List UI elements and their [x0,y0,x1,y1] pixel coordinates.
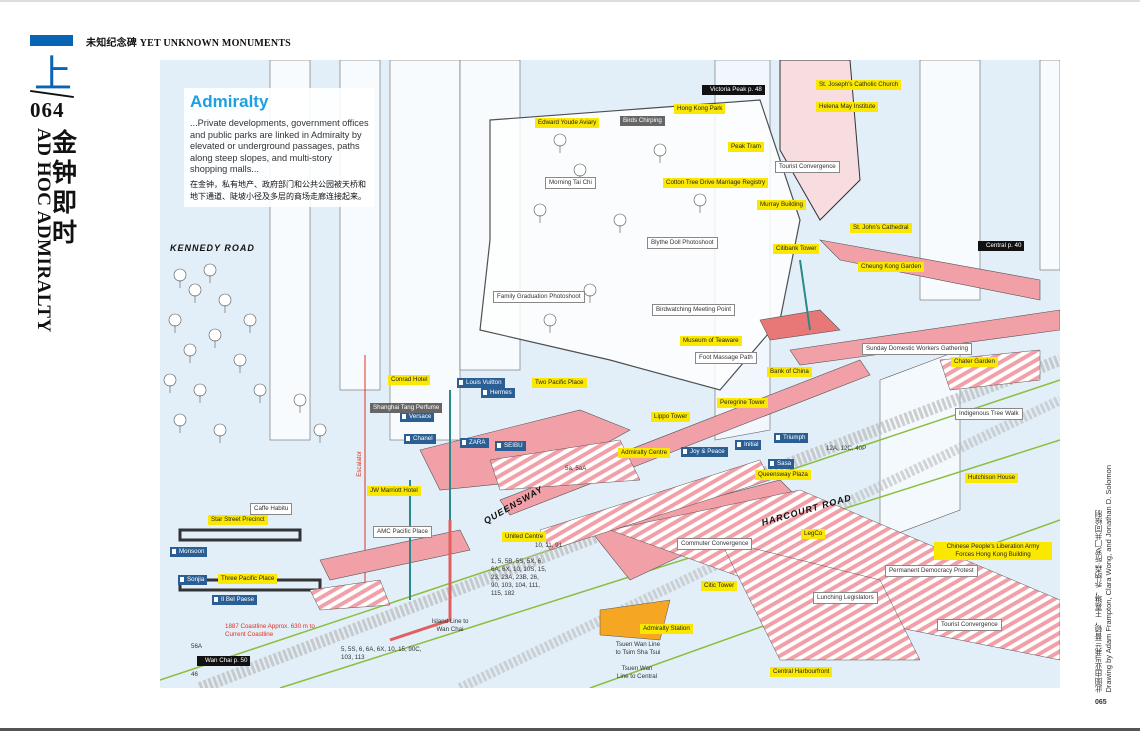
shop-label[interactable]: Louis Vuitton [457,378,505,388]
chapter-marker: 上 [34,52,73,96]
shop-label[interactable]: Triumph [774,433,809,443]
top-rule [0,0,1140,2]
escalator-note: Escalator [356,451,363,477]
drawing-credit: 此图由亚当弗兰普顿，王嘉琳，乔纳森·所罗门共同绘制 Drawing by Ada… [1094,465,1114,692]
landmark-label[interactable]: Citibank Tower [773,244,820,254]
admiralty-map: Admiralty ...Private developments, gover… [160,60,1060,688]
article-title-en: AD HOC ADMIRALTY [33,128,54,333]
intro-text-box: Admiralty ...Private developments, gover… [184,88,374,207]
activity-label[interactable]: Commuter Convergence [677,538,753,550]
landmark-label[interactable]: Chater Garden [951,357,998,367]
landmark-label[interactable]: Central Harbourfront [770,667,833,677]
shop-label[interactable]: Chanel [404,434,436,444]
landmark-label[interactable]: Murray Building [757,200,806,210]
landmark-label[interactable]: Edward Youde Aviary [535,118,600,128]
landmark-label[interactable]: Lippo Tower [651,412,691,422]
activity-label[interactable]: Caffe Habitu [250,503,293,515]
activity-label[interactable]: Birdwatching Meeting Point [652,304,735,316]
landmark-label[interactable]: Queensway Plaza [755,470,811,480]
shop-label[interactable]: Hermes [481,388,515,398]
page-number-left: 064 [30,98,65,122]
series-title: 未知纪念碑 YET UNKNOWN MONUMENTS [86,38,291,49]
mtr-line-label: Tsuen Wan Line to Tsim Sha Tsui [615,641,661,656]
page-number-right: 065 [1095,699,1107,706]
mtr-line-label: Island Line to Wan Chai [431,618,469,633]
landmark-label[interactable]: Three Pacific Place [218,574,278,584]
mtr-line-label: Tsuen Wan Line to Central [616,665,658,680]
link-central[interactable]: Central p. 40 [978,241,1025,251]
activity-label[interactable]: Blythe Doll Photoshoot [647,237,718,249]
activity-label[interactable]: Foot Massage Path [695,352,757,364]
landmark-label[interactable]: United Centre [502,532,547,542]
landmark-label[interactable]: Admiralty Station [640,624,693,634]
shop-label[interactable]: Joy & Peace [681,447,728,457]
activity-label[interactable]: Morning Tai Chi [545,177,596,189]
landmark-label[interactable]: Conrad Hotel [388,375,431,385]
activity-label[interactable]: Tourist Convergence [775,161,840,173]
shop-label[interactable]: ZARA [460,438,489,448]
intro-text-cn: 在金钟，私有地产、政府部门和公共公园被天桥和地下通道、陡坡小径及多层的商场走廊连… [190,179,366,201]
shop-label[interactable]: Sonjia [178,575,208,585]
shop-label[interactable]: Sasa [768,459,795,469]
landmark-label[interactable]: Citic Tower [701,581,738,591]
landmark-label[interactable]: Hong Kong Park [674,104,726,114]
activity-label[interactable]: Tourist Convergence [937,619,1002,631]
activity-label[interactable]: Indigenous Tree Walk [955,408,1023,420]
landmark-label[interactable]: Admiralty Centre [618,448,671,458]
shop-label[interactable]: Versace [400,412,435,422]
landmark-label[interactable]: Star Street Precinct [208,515,268,525]
coastline-note: 1887 Coastline Approx. 630 m to Current … [225,623,315,638]
landmark-label[interactable]: Museum of Teaware [680,336,742,346]
landmark-label[interactable]: Cotton Tree Drive Marriage Registry [663,178,769,188]
landmark-label[interactable]: LegCo [801,529,826,539]
bus-routes: 12A, 12C, 40P [826,445,867,452]
gray-label[interactable]: Shanghai Tang Perfume [370,403,443,413]
bus-routes: 46 [191,671,198,678]
credit-cn: 此图由亚当弗兰普顿，王嘉琳，乔纳森·所罗门共同绘制 [1094,509,1103,693]
landmark-label[interactable]: Peak Tram [728,142,764,152]
credit-en: Drawing by Adam Frampton, Clara Wong, an… [1104,465,1113,693]
gray-label[interactable]: Birds Chirping [620,116,665,126]
landmark-label[interactable]: Hutchison House [965,473,1019,483]
landmark-label[interactable]: Chinese People's Liberation Army Forces … [934,542,1052,560]
bus-routes: 1, 5, 5B, 5S, 5X, 6, 6A, 6X, 10, 10S, 15… [491,558,547,597]
shop-label[interactable]: Il Bel Paese [212,595,258,605]
intro-text-en: ...Private developments, government offi… [190,118,369,174]
landmark-label[interactable]: Cheung Kong Garden [858,262,925,272]
shop-label[interactable]: Initial [735,440,762,450]
landmark-label[interactable]: Two Pacific Place [532,378,587,388]
bus-routes: 5, 5S, 6, 6A, 6X, 10, 15, 90C, 103, 113 [341,646,422,661]
activity-label[interactable]: Lunching Legislators [813,592,878,604]
activity-label[interactable]: AMC Pacific Place [373,526,432,538]
landmark-label[interactable]: Peregrine Tower [717,398,768,408]
landmark-label[interactable]: Bank of China [767,367,812,377]
landmark-label[interactable]: JW Marriott Hotel [367,486,421,496]
shop-label[interactable]: SEIBU [495,441,526,451]
bus-routes: 56A [191,643,203,650]
bottom-rule [0,728,1140,731]
bus-routes: 5a, 5aA [565,465,587,472]
landmark-label[interactable]: St. John's Cathedral [850,223,912,233]
landmark-label[interactable]: St. Joseph's Catholic Church [816,80,902,90]
landmark-label[interactable]: Helena May Institute [816,102,879,112]
bus-routes: 10, 11, 91 [535,542,563,549]
activity-label[interactable]: Permanent Democracy Protest [885,565,978,577]
activity-label[interactable]: Sunday Domestic Workers Gathering [862,343,973,355]
article-title-cn: 金钟即时 [52,128,78,247]
road-label-kennedy: KENNEDY ROAD [170,243,255,253]
link-victoria-peak[interactable]: Victoria Peak p. 48 [702,85,765,95]
section-color-bar [30,35,73,46]
link-wan-chai[interactable]: Wan Chai p. 50 [197,656,251,666]
intro-heading: Admiralty [190,92,269,111]
activity-label[interactable]: Family Graduation Photoshoot [493,291,585,303]
shop-label[interactable]: Monsoon [170,547,208,557]
